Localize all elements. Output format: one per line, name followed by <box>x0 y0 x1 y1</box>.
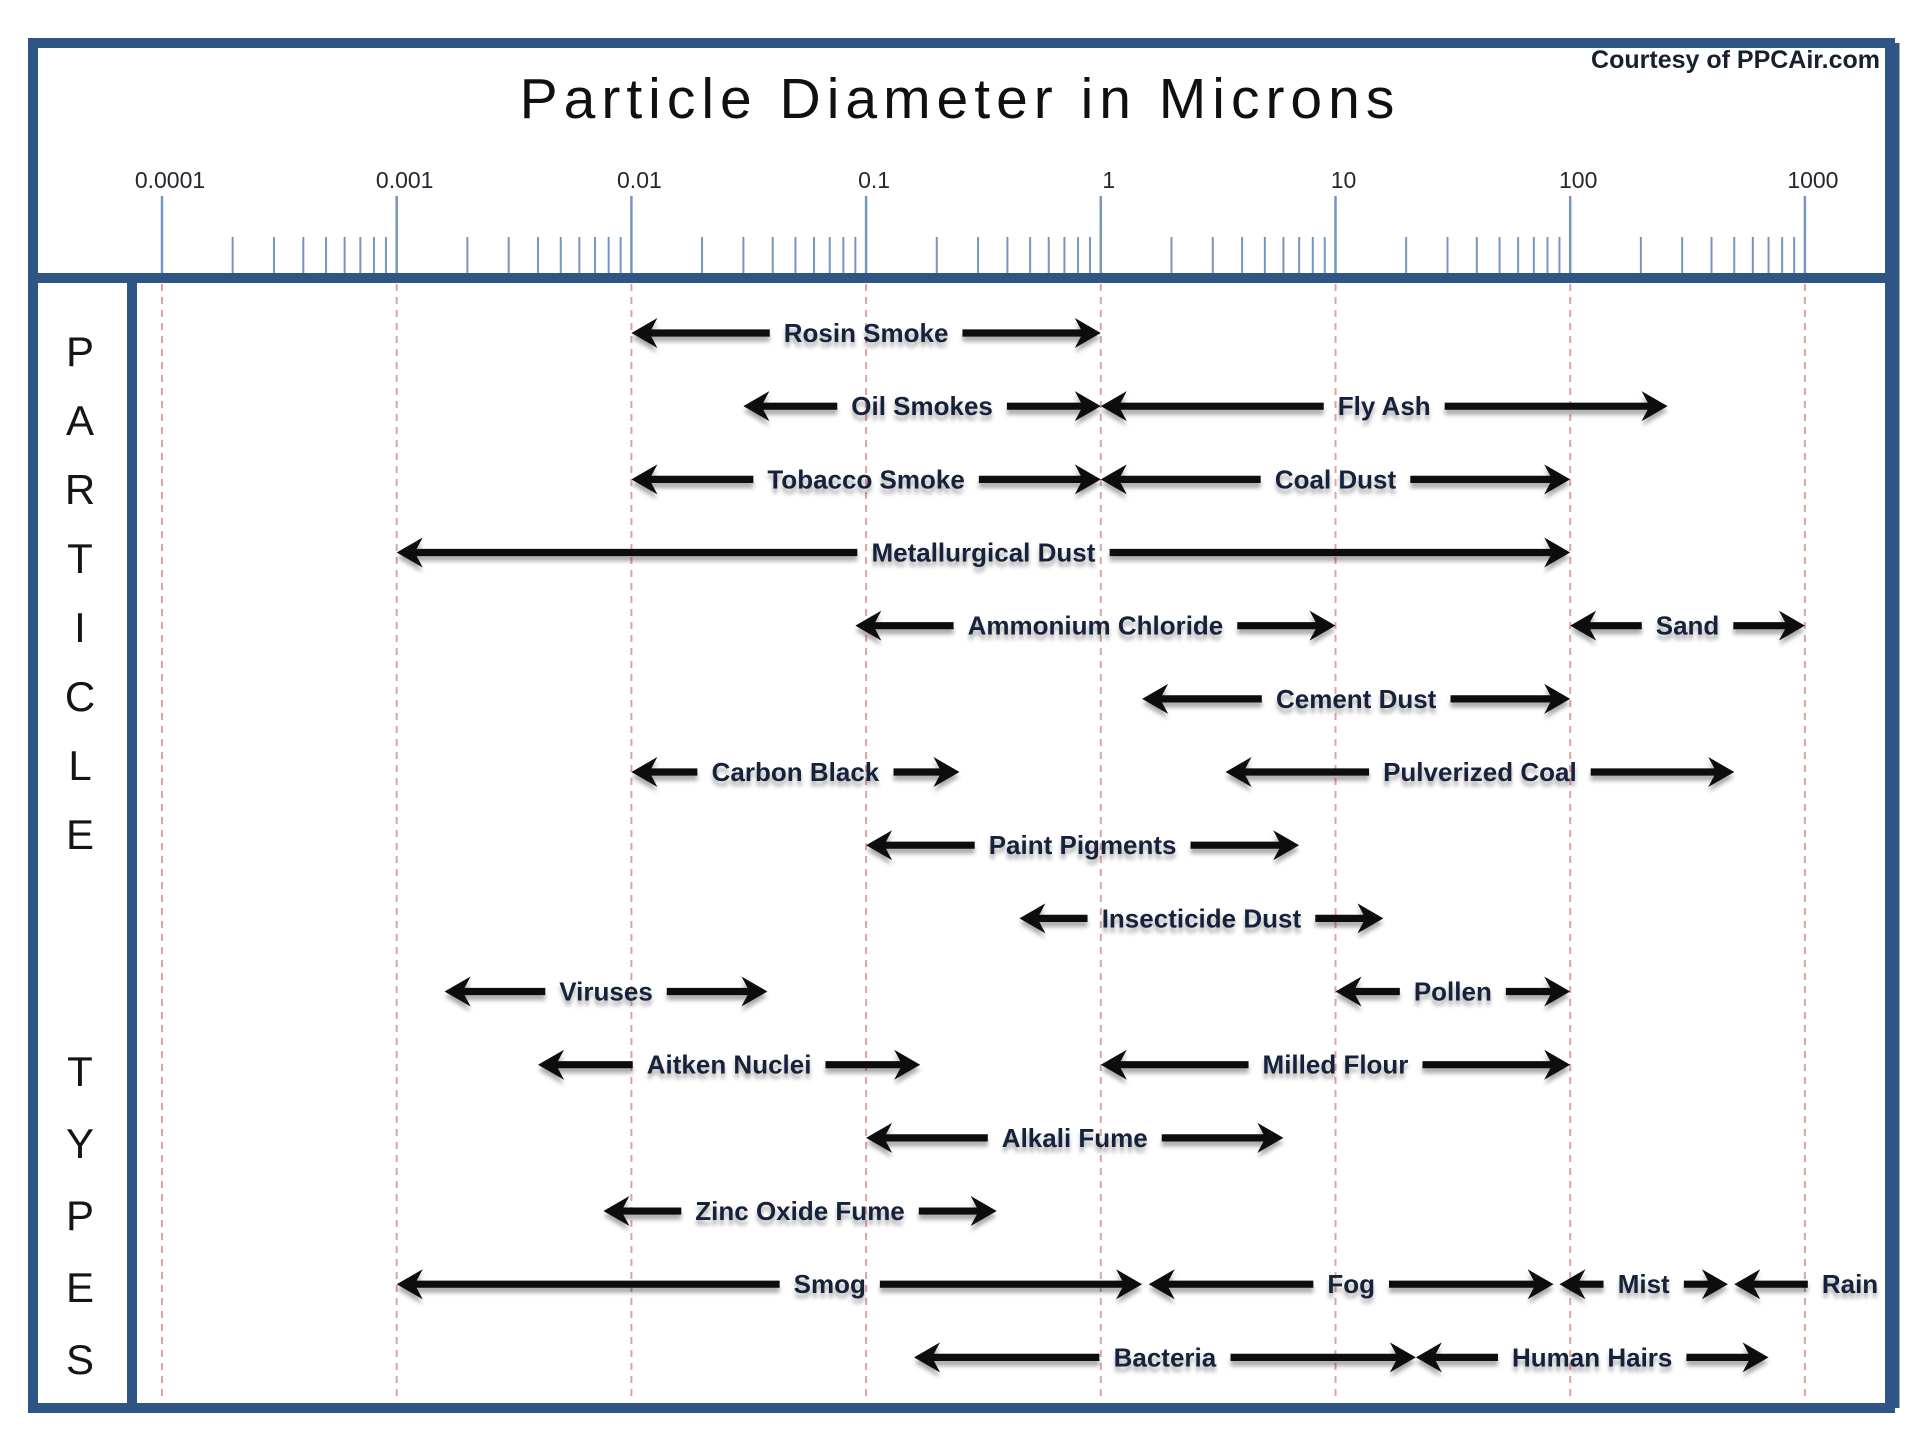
range-fog: Fog <box>1148 1269 1554 1300</box>
side-letter-I-4: I <box>74 604 86 651</box>
side-letter-Y-9: Y <box>66 1120 94 1167</box>
courtesy-credit: Courtesy of PPCAir.com <box>1591 46 1880 74</box>
range-label-alkali-fume: Alkali Fume <box>1002 1123 1148 1153</box>
range-coal-dust: Coal Dust <box>1100 464 1571 495</box>
range-fly-ash: Fly Ash <box>1100 391 1668 422</box>
side-letter-P-0: P <box>66 328 94 375</box>
side-letter-C-5: C <box>65 673 95 720</box>
side-letter-E-7: E <box>66 811 94 858</box>
range-mist: Mist <box>1559 1269 1728 1300</box>
side-letter-S-12: S <box>66 1336 94 1383</box>
range-oil-smokes: Oil Smokes <box>743 391 1101 422</box>
range-label-bacteria: Bacteria <box>1114 1342 1217 1372</box>
axis-label-0.0001: 0.0001 <box>135 167 205 193</box>
range-label-insecticide-dust: Insecticide Dust <box>1102 903 1302 933</box>
range-label-carbon-black: Carbon Black <box>712 757 880 787</box>
range-label-sand: Sand <box>1656 611 1720 641</box>
side-letter-L-6: L <box>68 742 91 789</box>
range-bacteria: Bacteria <box>914 1342 1416 1373</box>
axis-label-0.1: 0.1 <box>858 167 890 193</box>
side-letter-T-3: T <box>67 535 93 582</box>
range-aitken-nuclei: Aitken Nuclei <box>538 1049 921 1080</box>
range-label-pollen: Pollen <box>1414 977 1492 1007</box>
range-label-fly-ash: Fly Ash <box>1338 391 1431 421</box>
range-label-ammonium-chloride: Ammonium Chloride <box>968 611 1224 641</box>
range-sand: Sand <box>1570 610 1805 641</box>
range-alkali-fume: Alkali Fume <box>866 1122 1284 1153</box>
range-insecticide-dust: Insecticide Dust <box>1019 903 1384 934</box>
range-label-fog: Fog <box>1327 1269 1375 1299</box>
axis-label-0.001: 0.001 <box>376 167 434 193</box>
range-pollen: Pollen <box>1335 976 1571 1007</box>
side-letter-P-10: P <box>66 1192 94 1239</box>
range-viruses: Viruses <box>444 976 768 1007</box>
side-letter-T-8: T <box>67 1048 93 1095</box>
range-label-rosin-smoke: Rosin Smoke <box>784 318 949 348</box>
range-label-coal-dust: Coal Dust <box>1275 464 1397 494</box>
side-letter-R-2: R <box>65 466 95 513</box>
range-label-viruses: Viruses <box>559 977 652 1007</box>
range-pulverized-coal: Pulverized Coal <box>1225 757 1735 788</box>
range-carbon-black: Carbon Black <box>631 757 960 788</box>
range-human-hairs: Human Hairs <box>1415 1342 1769 1373</box>
range-zinc-oxide-fume: Zinc Oxide Fume <box>603 1196 997 1227</box>
range-label-rain: Rain <box>1822 1269 1878 1299</box>
side-letter-E-11: E <box>66 1264 94 1311</box>
outer-border <box>28 38 1895 1413</box>
range-ammonium-chloride: Ammonium Chloride <box>855 610 1336 641</box>
range-label-mist: Mist <box>1618 1269 1670 1299</box>
range-milled-flour: Milled Flour <box>1100 1049 1571 1080</box>
range-label-aitken-nuclei: Aitken Nuclei <box>647 1050 812 1080</box>
range-paint-pigments: Paint Pigments <box>866 830 1300 861</box>
range-metallurgical-dust: Metallurgical Dust <box>396 537 1571 568</box>
side-letter-A-1: A <box>66 397 94 444</box>
range-label-metallurgical-dust: Metallurgical Dust <box>871 538 1095 568</box>
range-label-paint-pigments: Paint Pigments <box>989 830 1177 860</box>
range-label-oil-smokes: Oil Smokes <box>851 391 993 421</box>
range-label-smog: Smog <box>794 1269 866 1299</box>
axis-label-10: 10 <box>1331 167 1357 193</box>
range-tobacco-smoke: Tobacco Smoke <box>631 464 1101 495</box>
range-label-cement-dust: Cement Dust <box>1276 684 1437 714</box>
axis-label-0.01: 0.01 <box>617 167 662 193</box>
range-smog: Smog <box>396 1269 1143 1300</box>
range-label-pulverized-coal: Pulverized Coal <box>1383 757 1577 787</box>
axis-label-1000: 1000 <box>1787 167 1838 193</box>
chart-title: Particle Diameter in Microns <box>519 67 1401 131</box>
range-rain: Rain <box>1734 1269 1878 1300</box>
range-label-human-hairs: Human Hairs <box>1512 1342 1672 1372</box>
axis-label-1: 1 <box>1102 167 1115 193</box>
range-cement-dust: Cement Dust <box>1142 683 1571 714</box>
range-label-zinc-oxide-fume: Zinc Oxide Fume <box>695 1196 905 1226</box>
range-label-milled-flour: Milled Flour <box>1263 1050 1409 1080</box>
axis-label-100: 100 <box>1559 167 1597 193</box>
range-label-tobacco-smoke: Tobacco Smoke <box>767 464 964 494</box>
range-rosin-smoke: Rosin Smoke <box>631 318 1101 348</box>
